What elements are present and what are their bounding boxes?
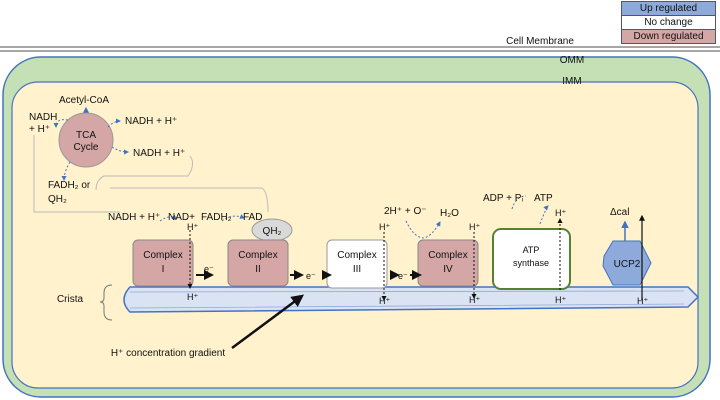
proton-atp-top: H⁺ [555, 208, 566, 218]
complex-iii-label: Complex [337, 250, 376, 261]
tca-cycle-circle [58, 112, 114, 168]
atp-output-label: ATP [534, 193, 553, 204]
proton-ucp2-bottom: H⁺ [637, 296, 648, 306]
nadh-top-label: NADH + H⁺ [125, 116, 177, 127]
delta-cal-label: Δcal [610, 207, 629, 218]
proton-c1-bottom: H⁺ [187, 292, 198, 302]
fad-output-label: FAD [243, 212, 262, 223]
imm-label: IMM [562, 76, 581, 87]
svg-text:synthase: synthase [513, 258, 549, 268]
proton-c3-top: H⁺ [379, 222, 390, 232]
proton-c4-bottom: H⁺ [469, 295, 480, 305]
legend-down-regulated: Down regulated [621, 29, 716, 44]
proton-c3-bottom: H⁺ [379, 296, 390, 306]
electron-label-2: e⁻ [306, 271, 316, 281]
electron-label-3: e⁻ [398, 271, 408, 281]
complex-ii-label: Complex [238, 250, 277, 261]
atp-synthase-label: ATP [523, 245, 540, 255]
proton-atp-bottom: H⁺ [555, 295, 566, 305]
cell-membrane-label: Cell Membrane [506, 36, 574, 47]
complex-iii-box [326, 239, 388, 289]
complex-i-box [132, 239, 194, 287]
complex-i-label: Complex [143, 250, 182, 261]
proton-c4-top: H⁺ [469, 222, 480, 232]
ucp2-label: UCP2 [614, 259, 641, 270]
crista [123, 286, 700, 313]
gradient-label: H⁺ concentration gradient [111, 348, 225, 359]
nadh-left-label: NADH+ H⁺ [29, 112, 57, 135]
gradient-arrow [231, 294, 305, 350]
svg-text:I: I [162, 264, 165, 275]
svg-text:IV: IV [443, 264, 453, 275]
ucp2-hexagon [602, 240, 652, 286]
electron-label-1: e⁻ [204, 264, 214, 274]
complex-iv-label: Complex [428, 250, 467, 261]
qh2-label: QH₂ [263, 226, 282, 237]
acetyl-coa-label: Acetyl-CoA [59, 95, 109, 106]
fadh2-input-label: FADH₂ [201, 212, 232, 223]
nadh-right-label: NADH + H⁺ [133, 148, 185, 159]
complex-iv-box [417, 239, 479, 287]
complex-ii-box [227, 239, 289, 287]
atp-synthase-box [492, 228, 571, 290]
svg-text:III: III [353, 264, 361, 275]
adp-input-label: ADP + Pᵢ [483, 193, 523, 204]
omm-label: OMM [560, 55, 584, 66]
nadh-input-label: NADH + H⁺ [108, 212, 160, 223]
water-output-label: H₂O [440, 208, 459, 219]
proton-c1-top: H⁺ [187, 222, 198, 232]
crista-brace [99, 284, 113, 321]
svg-text:II: II [255, 264, 261, 275]
crista-label: Crista [57, 294, 84, 305]
oxygen-input-label: 2H⁺ + O⁻ [384, 206, 427, 217]
inner-mitochondrial-membrane [11, 81, 699, 389]
nad-output-label: NAD+ [168, 212, 195, 223]
